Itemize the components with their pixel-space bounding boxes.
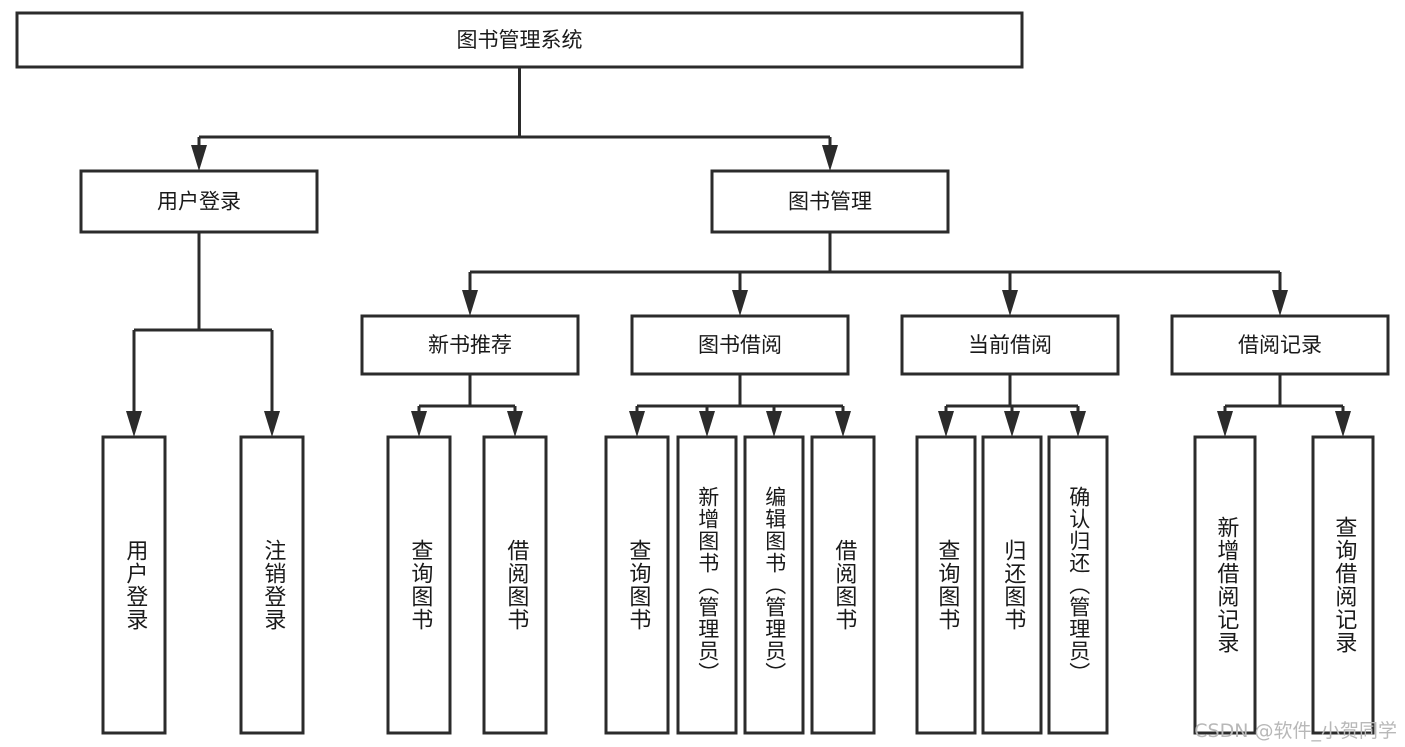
node-level3-label-1: 图书借阅 [698,333,782,357]
node-level2-1[interactable] [710,169,950,234]
node-leaf-2[interactable] [386,435,452,735]
arrow-down-icon [462,290,478,316]
node-leaf-7[interactable] [810,435,876,735]
boxes-layer [15,11,1390,735]
arrow-down-icon [629,411,645,437]
csdn-watermark: CSDN @软件_小贺同学 [1194,720,1397,742]
arrow-down-icon [507,411,523,437]
arrow-down-icon [1070,411,1086,437]
arrow-down-icon [1004,411,1020,437]
arrow-down-icon [1217,411,1233,437]
node-leaf-6[interactable] [743,435,805,735]
node-leaf-0[interactable] [101,435,167,735]
node-level2-0[interactable] [79,169,319,234]
node-leaf-12[interactable] [1311,435,1375,735]
edges-layer [126,67,1351,437]
node-level3-3[interactable] [1170,314,1390,376]
arrow-down-icon [1272,290,1288,316]
arrow-down-icon [766,411,782,437]
node-root[interactable] [15,11,1024,69]
node-leaf-11[interactable] [1193,435,1257,735]
node-leaf-9[interactable] [981,435,1043,735]
node-leaf-1[interactable] [239,435,305,735]
node-level3-2[interactable] [900,314,1120,376]
arrow-down-icon [835,411,851,437]
node-level3-label-3: 借阅记录 [1238,333,1322,357]
node-leaf-3[interactable] [482,435,548,735]
arrow-down-icon [1335,411,1351,437]
node-level3-label-0: 新书推荐 [428,333,512,357]
arrow-down-icon [1002,290,1018,316]
node-leaf-10[interactable] [1047,435,1109,735]
arrow-down-icon [732,290,748,316]
arrow-down-icon [699,411,715,437]
node-leaf-5[interactable] [676,435,738,735]
node-level2-label-0: 用户登录 [157,190,241,214]
arrow-down-icon [822,145,838,171]
arrow-down-icon [191,145,207,171]
arrow-down-icon [126,411,142,437]
node-root-label: 图书管理系统 [457,28,583,52]
node-level3-label-2: 当前借阅 [968,333,1052,357]
arrow-down-icon [411,411,427,437]
node-level3-1[interactable] [630,314,850,376]
node-leaf-8[interactable] [915,435,977,735]
node-level2-label-1: 图书管理 [788,190,872,214]
arrow-down-icon [938,411,954,437]
node-level3-0[interactable] [360,314,580,376]
arrow-down-icon [264,411,280,437]
node-leaf-4[interactable] [604,435,670,735]
